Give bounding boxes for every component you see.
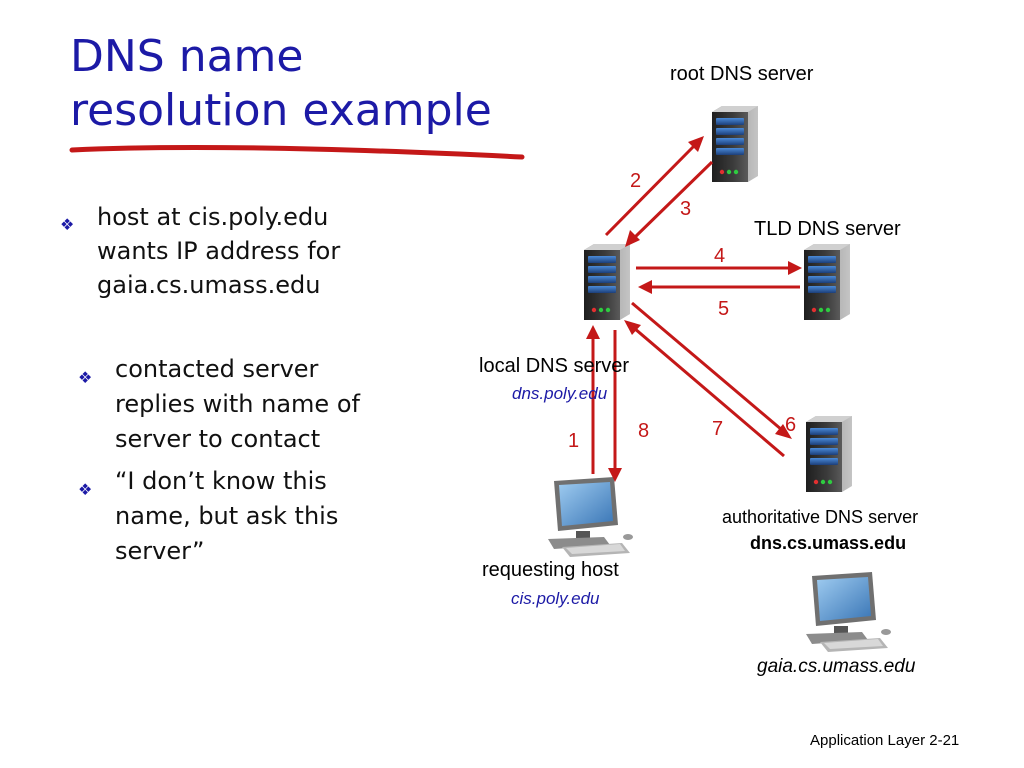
tld-dns-server-icon [804,244,850,320]
bullet-2-line-1: contacted server [115,355,319,383]
local-dns-server-sublabel: dns.poly.edu [512,384,608,403]
arrow-step-7 [624,320,785,458]
diamond-bullet-icon: ❖ [78,368,93,387]
gaia-host-label: gaia.cs.umass.edu [757,656,916,677]
gaia-host-computer-icon [806,572,891,652]
authoritative-dns-server-sublabel: dns.cs.umass.edu [750,533,907,553]
bullet-3-line-1: “I don’t know this [115,467,327,495]
step-label-4: 4 [714,245,726,267]
bullet-1-line-1: host at cis.poly.edu [97,203,329,231]
step-label-1: 1 [568,430,580,452]
authoritative-dns-server-icon [806,416,852,492]
arrow-step-4 [636,261,802,275]
requesting-host-label: requesting host [482,559,619,581]
arrow-step-8 [608,330,622,482]
arrow-step-3 [625,160,714,247]
local-dns-server-icon [584,244,630,320]
authoritative-dns-server-label: authoritative DNS server [722,507,919,527]
bullet-2-line-2: replies with name of [115,390,360,418]
step-label-7: 7 [712,418,724,440]
diamond-bullet-icon: ❖ [60,215,75,234]
local-dns-server-label: local DNS server [479,355,630,377]
step-label-5: 5 [718,298,730,320]
arrow-step-5 [638,280,800,294]
bullet-3-line-3: server” [115,537,205,565]
title-underline [69,145,525,160]
step-label-8: 8 [638,420,650,442]
arrow-step-1 [586,325,600,474]
root-dns-server-icon [712,106,758,182]
bullet-1-line-2: wants IP address for [97,237,341,265]
tld-dns-server-label: TLD DNS server [754,218,901,240]
bullet-1-line-3: gaia.cs.umass.edu [97,271,321,299]
step-label-6: 6 [785,414,797,436]
diamond-bullet-icon: ❖ [78,480,93,499]
step-label-2: 2 [630,170,642,192]
bullet-2-line-3: server to contact [115,425,321,453]
slide-footer: Application Layer 2-21 [810,732,960,749]
requesting-host-computer-icon [548,477,633,557]
arrow-step-6 [631,301,792,439]
root-dns-server-label: root DNS server [670,63,814,85]
slide-title: DNS name resolution example [70,30,492,138]
requesting-host-sublabel: cis.poly.edu [511,589,600,608]
step-label-3: 3 [680,198,692,220]
title-line-1: DNS name [70,31,304,82]
arrow-step-2 [604,136,704,237]
bullet-3-line-2: name, but ask this [115,502,339,530]
title-line-2: resolution example [70,85,492,136]
